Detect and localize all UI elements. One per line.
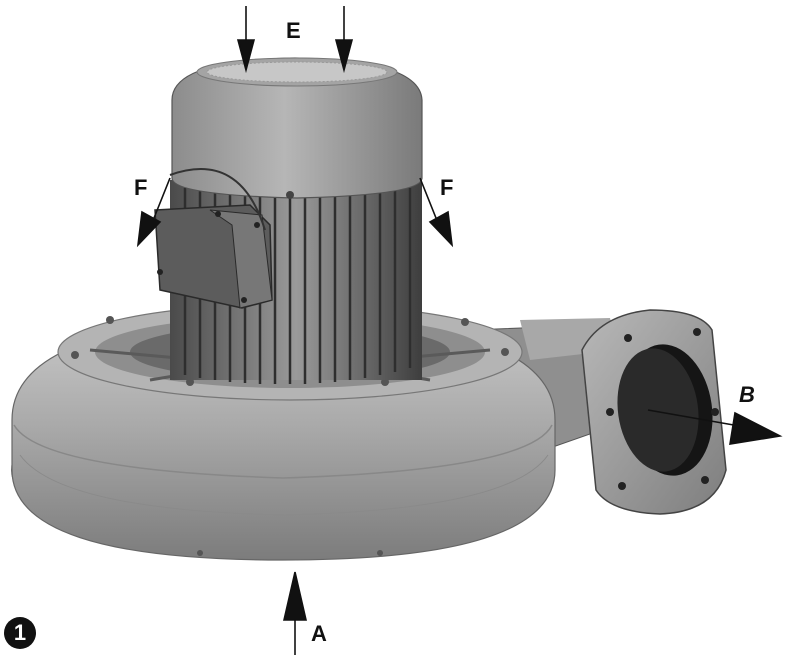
label-f-right: F [440,175,454,200]
label-a: A [311,621,327,646]
arrow-f-right [419,177,454,248]
arrow-b [647,409,783,445]
arrow-f-left [136,177,171,248]
label-f-left: F [134,175,148,200]
terminal-box [154,168,273,309]
arrow-e-right [334,6,354,74]
arrow-a [282,571,308,655]
label-e: E [286,18,301,43]
arrow-e-left [236,6,256,74]
label-b: B [739,382,755,407]
outlet-flange [581,309,727,515]
figure-number-badge: 1 [4,617,36,649]
motor-fan-cap [171,57,423,199]
